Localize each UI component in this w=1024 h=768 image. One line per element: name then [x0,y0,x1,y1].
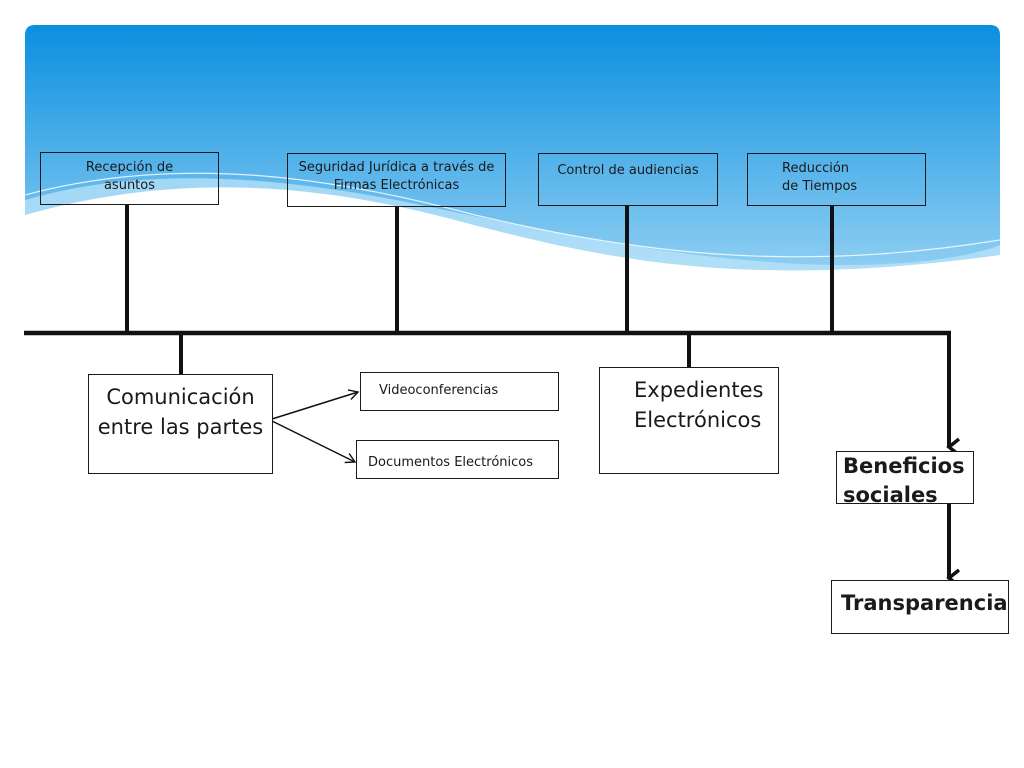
box-label: Comunicación entre las partes [97,385,264,439]
box-label: Control de audiencias [557,163,699,178]
box-beneficios-sociales: Beneficios sociales [836,451,974,507]
banner-wave-line [25,172,1000,258]
box-comunicacion-entre-partes: Comunicación entre las partes [88,374,273,474]
box-label: Seguridad Jurídica a través de Firmas El… [298,160,495,193]
box-recepcion-de-asuntos: Recepción de asuntos [40,152,219,205]
arrow-to-videoconferencias [271,389,360,420]
box-label: Expedientes Electrónicos [634,378,764,432]
box-transparencia: Transparencia [831,580,1009,634]
box-label: Videoconferencias [379,383,499,398]
box-control-de-audiencias: Control de audiencias [538,153,718,206]
box-expedientes-electronicos: Expedientes Electrónicos [599,367,779,474]
banner-wave-white [25,187,1000,300]
box-label: Beneficios sociales [843,454,965,507]
box-videoconferencias: Videoconferencias [360,372,559,411]
box-label: Recepción de asuntos [85,160,174,193]
box-documentos-electronicos: Documentos Electrónicos [356,440,559,479]
box-reduccion-de-tiempos: Reducción de Tiempos [747,153,926,206]
box-label: Reducción de Tiempos [782,161,858,194]
box-label: Documentos Electrónicos [368,455,534,470]
arrow-to-documentos [271,420,357,464]
box-seguridad-juridica: Seguridad Jurídica a través de Firmas El… [287,153,506,207]
banner-background [25,25,1000,300]
box-label: Transparencia [841,591,1008,615]
